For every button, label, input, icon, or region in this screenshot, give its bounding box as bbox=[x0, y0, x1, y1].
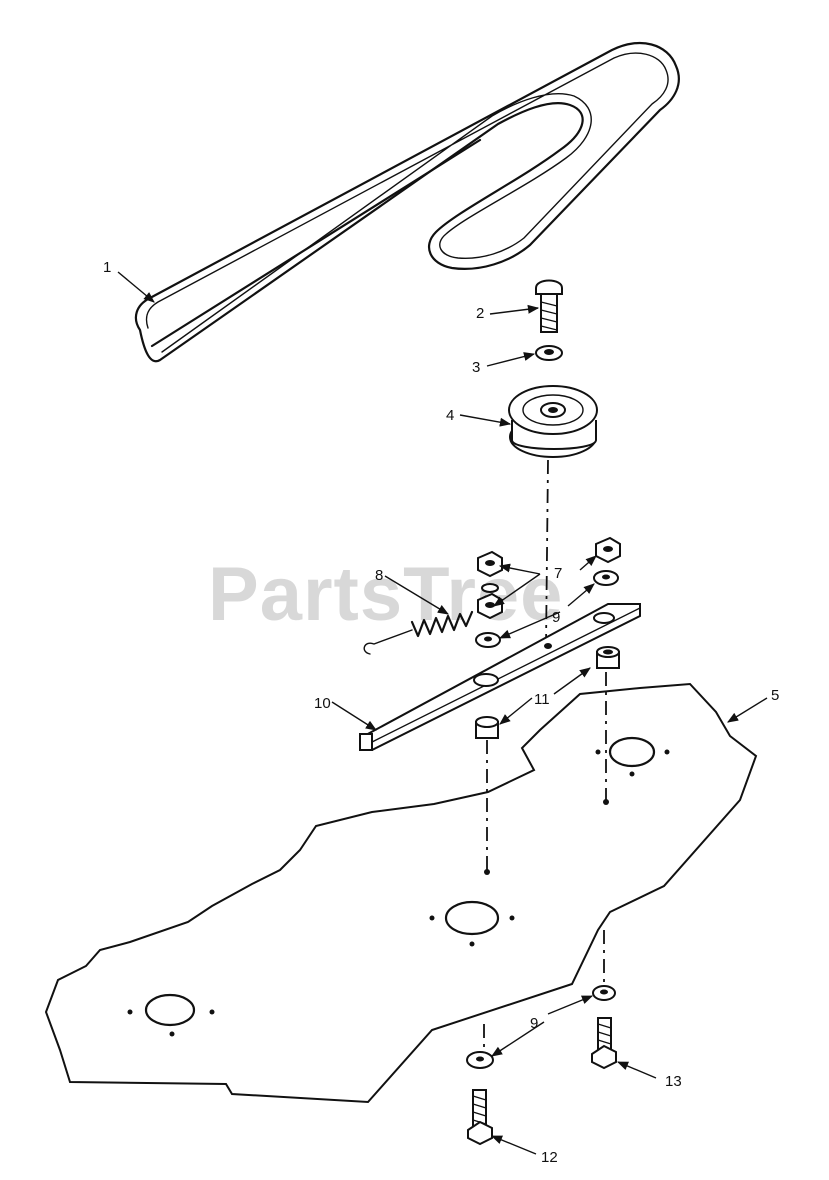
hex-nut-right bbox=[595, 536, 621, 564]
flat-washer-left bbox=[475, 632, 501, 648]
small-washer bbox=[481, 583, 499, 593]
belt bbox=[134, 42, 680, 363]
callout-8: 8 bbox=[375, 567, 383, 584]
hex-bolt-left bbox=[467, 1089, 493, 1146]
washer bbox=[535, 345, 563, 361]
idler-arm bbox=[359, 603, 641, 751]
callout-11: 11 bbox=[534, 691, 550, 708]
idler-pulley bbox=[508, 385, 598, 458]
callout-10: 10 bbox=[314, 695, 331, 712]
carriage-bolt bbox=[535, 279, 563, 333]
callout-5: 5 bbox=[771, 687, 779, 704]
leader-lines bbox=[117, 271, 768, 1155]
callout-7: 7 bbox=[554, 565, 562, 582]
centerline bbox=[545, 459, 549, 647]
callout-9-lower: 9 bbox=[530, 1015, 538, 1032]
spacer-right bbox=[596, 646, 620, 669]
callout-1: 1 bbox=[103, 259, 111, 276]
callout-2: 2 bbox=[476, 305, 484, 322]
callout-labels: 1 2 3 4 5 7 8 9 10 11 9 13 12 bbox=[103, 259, 779, 1166]
flat-washer-bottom-right bbox=[592, 985, 616, 1001]
mower-deck bbox=[44, 682, 758, 1104]
callout-3: 3 bbox=[472, 359, 480, 376]
flat-washer-right bbox=[593, 570, 619, 586]
hex-bolt-right bbox=[591, 1017, 617, 1070]
callout-9-upper: 9 bbox=[552, 609, 560, 626]
callout-13: 13 bbox=[665, 1073, 682, 1090]
spacer-left bbox=[475, 716, 499, 739]
callout-4: 4 bbox=[446, 407, 454, 424]
hex-nut-left-lower bbox=[477, 592, 503, 620]
hex-nut-left bbox=[477, 550, 503, 578]
callout-12: 12 bbox=[541, 1149, 558, 1166]
flat-washer-bottom-left bbox=[466, 1051, 494, 1069]
